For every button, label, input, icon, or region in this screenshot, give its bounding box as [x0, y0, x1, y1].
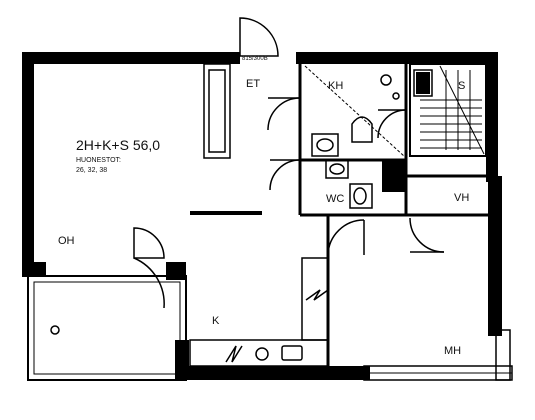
sauna: [409, 63, 487, 157]
room-label-wc: WC: [326, 193, 344, 205]
interior-walls: [190, 64, 490, 366]
sauna-stove: [416, 72, 430, 94]
room-label-vh: VH: [454, 192, 469, 204]
room-label-oh: OH: [58, 235, 75, 247]
rooms-label: HUONESTOT:: [76, 157, 121, 164]
room-label-k: K: [212, 315, 220, 327]
balcony-wall: [28, 262, 46, 276]
wc-fixtures: [325, 159, 373, 209]
shaft: [382, 160, 406, 192]
outer-walls: [22, 52, 502, 380]
apartment-type: 2H+K+S 56,0: [76, 137, 160, 153]
balcony: [27, 275, 187, 381]
room-label-s: S: [458, 80, 465, 92]
door-swings: [133, 17, 445, 309]
room-label-kh: KH: [328, 80, 343, 92]
bathroom-fixtures: [304, 65, 405, 157]
balcony-post: [166, 262, 186, 280]
door-code: 815/300B: [242, 56, 268, 62]
wardrobe: [203, 63, 231, 159]
bedroom-window: [363, 329, 513, 381]
kitchen-counter: [189, 257, 329, 367]
room-label-mh: MH: [444, 345, 461, 357]
rooms-numbers: 26, 32, 38: [76, 167, 107, 174]
room-label-et: ET: [246, 78, 260, 90]
